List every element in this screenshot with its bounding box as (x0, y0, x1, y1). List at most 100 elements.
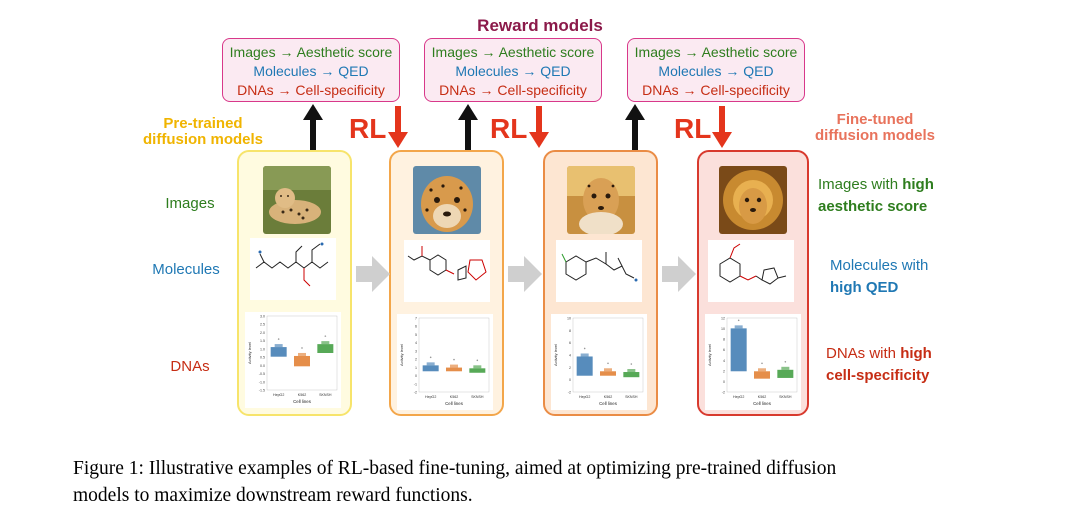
finetuned-label-line1: Fine-tuned (836, 111, 914, 128)
x-axis-label: Cell lines (599, 401, 618, 406)
y-tick-label: 3.0 (260, 315, 265, 319)
box-K562 (294, 355, 310, 367)
box-tail-HepG2 (426, 362, 435, 366)
y-tick-label: 4 (569, 354, 571, 358)
outlier-point (429, 356, 432, 359)
rl-label-2: RL (490, 113, 528, 144)
box-HepG2 (730, 328, 747, 372)
x-tick-label: SKNSH (779, 395, 792, 399)
outcome-images: Images with high aesthetic score (818, 174, 934, 218)
box-tail-HepG2 (274, 344, 283, 348)
outlier-point (761, 362, 763, 365)
outcome-molecules: Molecules with high QED (830, 255, 928, 299)
x-axis-label: Cell lines (293, 399, 312, 404)
y-axis-label: Activity level (247, 342, 252, 364)
dna-activity-plot-1: 3.02.52.01.51.00.50.0-0.5-1.0-1.5Activit… (245, 312, 341, 408)
reward-box-1: Images → Aesthetic score Molecules → QED… (222, 38, 400, 102)
x-axis-label: Cell lines (753, 401, 772, 406)
rl-down-arrow-icon (388, 106, 732, 148)
flow-arrows (356, 256, 696, 292)
box-K562 (600, 371, 616, 376)
y-tick-label: 3 (415, 349, 417, 353)
box-tail-K562 (298, 352, 306, 356)
box-tail-K562 (450, 364, 458, 368)
reward-line-dnas: DNAs → Cell-specificity (642, 82, 790, 98)
reward-arrows (303, 104, 732, 150)
reward-line-dnas: DNAs → Cell-specificity (237, 82, 385, 98)
outlier-point (476, 359, 479, 362)
x-tick-label: SKNSH (625, 395, 638, 399)
y-tick-label: 8 (569, 329, 571, 333)
y-tick-label: 6 (723, 348, 725, 352)
outlier-point (607, 362, 609, 365)
y-tick-label: 0.0 (260, 364, 265, 368)
reward-line-molecules: Molecules → QED (253, 63, 369, 79)
outlier-point (301, 347, 303, 349)
box-tail-SKNSH (473, 365, 482, 369)
box-tail-K562 (604, 368, 612, 372)
outcome-molecules-prefix: Molecules with (830, 257, 929, 274)
rl-label-1: RL (349, 113, 387, 144)
box-SKNSH (317, 344, 334, 353)
reward-line-images: Images → Aesthetic score (229, 44, 393, 60)
box-tail-SKNSH (321, 341, 330, 345)
outcome-dnas-prefix: DNAs with (826, 345, 901, 362)
y-tick-label: -0.5 (259, 372, 265, 376)
x-tick-label: SKNSH (319, 393, 332, 397)
up-arrow-icon (303, 104, 645, 150)
x-tick-label: HepG2 (579, 395, 590, 399)
figure-caption: Figure 1: Illustrative examples of RL-ba… (73, 455, 1033, 509)
x-tick-label: K562 (604, 395, 612, 399)
outcome-dnas-specificity: cell-specificity (826, 367, 930, 384)
box-K562 (446, 367, 462, 372)
reward-line-molecules: Molecules → QED (658, 63, 774, 79)
y-tick-label: 2 (415, 358, 417, 362)
cheetah-image-2 (413, 166, 481, 234)
box-tail-SKNSH (627, 369, 636, 373)
reward-line-molecules: Molecules → QED (455, 63, 571, 79)
caption-line-2: models to maximize downstream reward fun… (73, 485, 473, 506)
box-tail-K562 (758, 368, 766, 372)
outcome-molecules-qed: high QED (830, 279, 899, 296)
outcome-images-prefix: Images with (818, 176, 903, 193)
x-tick-label: K562 (450, 395, 458, 399)
molecule-3 (556, 240, 642, 302)
pretrained-label-line1: Pre-trained (163, 115, 243, 132)
y-tick-label: 2 (723, 369, 725, 373)
x-tick-label: HepG2 (273, 393, 284, 397)
y-tick-label: 4 (723, 359, 725, 363)
box-tail-SKNSH (781, 366, 790, 370)
y-tick-label: 2 (569, 366, 571, 370)
outlier-point (453, 358, 455, 361)
pretrained-label: Pre-trained diffusion models (128, 116, 278, 148)
outlier-point (324, 335, 327, 337)
y-tick-label: 2.0 (260, 331, 265, 335)
right-arrow-icon (356, 256, 696, 292)
row-label-molecules: Molecules (152, 261, 220, 278)
y-tick-label: -1 (414, 382, 417, 386)
box-HepG2 (576, 356, 593, 376)
y-tick-label: 4 (415, 341, 417, 345)
outcome-images-score: aesthetic score (818, 198, 928, 215)
caption-line-1: Figure 1: Illustrative examples of RL-ba… (73, 458, 837, 479)
y-tick-label: -2 (722, 391, 725, 395)
box-HepG2 (270, 347, 287, 357)
row-label-images: Images (165, 195, 215, 212)
outcome-dnas-high: high (900, 345, 932, 362)
x-tick-label: SKNSH (471, 395, 484, 399)
y-tick-label: 5 (415, 333, 417, 337)
molecule-2 (404, 240, 490, 302)
box-tail-HepG2 (580, 353, 589, 357)
cheetah-image-4 (719, 166, 787, 234)
outlier-point (784, 361, 787, 363)
y-tick-label: 12 (721, 317, 725, 321)
reward-box-2: Images → Aesthetic score Molecules → QED… (424, 38, 602, 102)
pretrained-label-line2: diffusion models (143, 131, 263, 148)
row-label-dnas: DNAs (170, 358, 210, 375)
cheetah-image-3 (567, 166, 635, 234)
outcome-images-high: high (902, 176, 934, 193)
rl-label-3: RL (674, 113, 712, 144)
y-axis-label: Activity level (553, 344, 558, 366)
